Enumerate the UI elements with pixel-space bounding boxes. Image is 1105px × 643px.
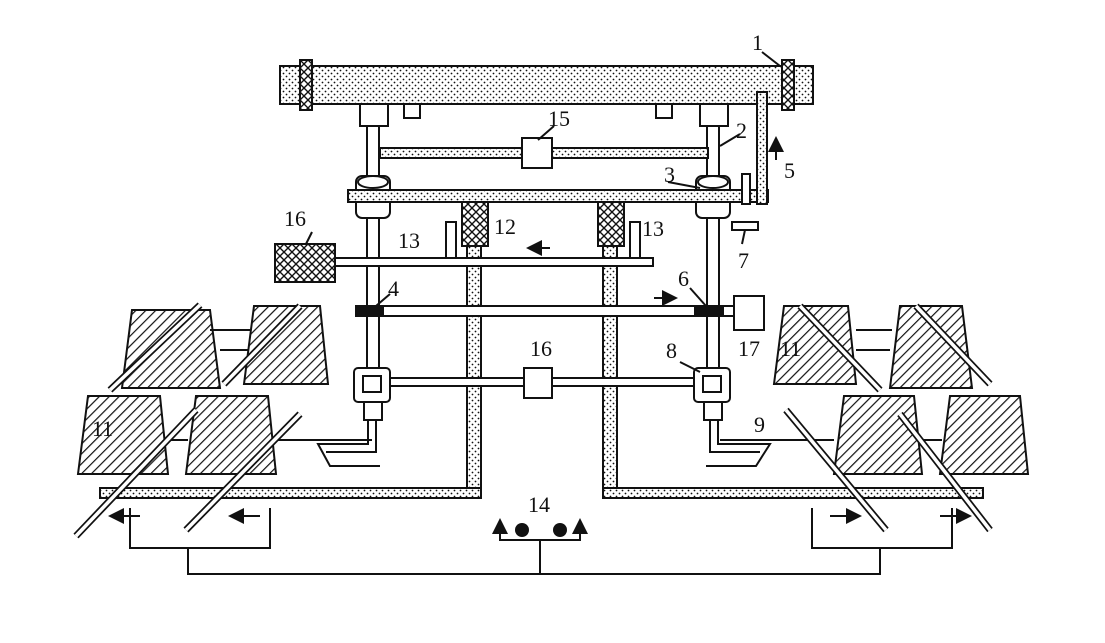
label-14: 14	[528, 492, 550, 517]
callout-labels: 1 15 2 3 5 16 13 12 13 7 4 6 16 8 17 11 …	[92, 30, 801, 517]
label-11-left: 11	[92, 416, 113, 441]
pipe-16-upper	[274, 240, 654, 283]
manifold-3	[347, 91, 784, 245]
label-6: 6	[678, 266, 689, 291]
label-17: 17	[738, 336, 760, 361]
label-4: 4	[388, 276, 399, 301]
top-beam	[279, 59, 814, 119]
lower-line	[353, 367, 731, 421]
label-5: 5	[784, 158, 795, 183]
bent-pipes	[316, 420, 772, 467]
label-8: 8	[666, 338, 677, 363]
label-2: 2	[736, 118, 747, 143]
label-15: 15	[548, 106, 570, 131]
left-blocks	[76, 305, 372, 475]
label-16-lower: 16	[530, 336, 552, 361]
label-7: 7	[738, 248, 749, 273]
label-11-right: 11	[780, 336, 801, 361]
leader-lines	[305, 51, 781, 373]
pipe-15	[379, 137, 709, 169]
bottom-manifold	[99, 487, 984, 575]
label-12: 12	[494, 214, 516, 239]
diagonal-rods	[73, 302, 993, 539]
label-13-left: 13	[398, 228, 420, 253]
label-1: 1	[752, 30, 763, 55]
shaft-4-6	[355, 290, 765, 331]
label-16-upper: 16	[284, 206, 306, 231]
label-3: 3	[664, 162, 675, 187]
label-13-right: 13	[642, 216, 664, 241]
label-9: 9	[754, 412, 765, 437]
